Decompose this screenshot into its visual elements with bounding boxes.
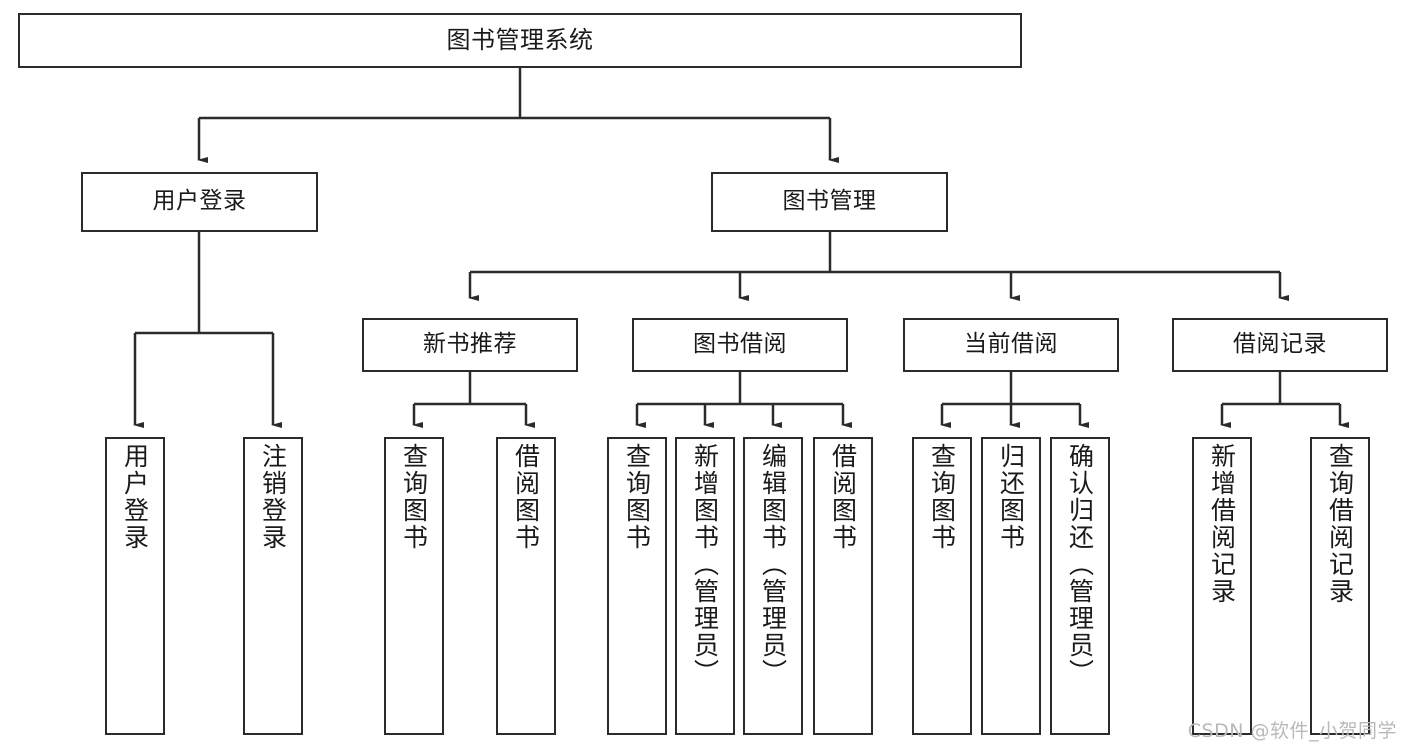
node-label: 确认归还（管理员） xyxy=(1065,443,1095,686)
node-current-borrow[interactable]: 当前借阅 xyxy=(903,318,1119,372)
node-label: 图书管理 xyxy=(782,188,877,215)
node-label: 用户登录 xyxy=(120,443,150,551)
node-label: 图书借阅 xyxy=(693,331,787,358)
node-label: 查询借阅记录 xyxy=(1325,443,1355,605)
leaf-borrow-edit-book-admin[interactable]: 编辑图书（管理员） xyxy=(743,437,803,735)
node-book-management[interactable]: 图书管理 xyxy=(711,172,948,232)
node-user-login[interactable]: 用户登录 xyxy=(81,172,318,232)
leaf-recommend-borrow-book[interactable]: 借阅图书 xyxy=(496,437,556,735)
leaf-current-return-book[interactable]: 归还图书 xyxy=(981,437,1041,735)
node-label: 新增借阅记录 xyxy=(1207,443,1237,605)
node-root-system[interactable]: 图书管理系统 xyxy=(18,13,1022,68)
leaf-recommend-query-book[interactable]: 查询图书 xyxy=(384,437,444,735)
leaf-borrow-borrow-book[interactable]: 借阅图书 xyxy=(813,437,873,735)
node-label: 借阅图书 xyxy=(511,443,541,551)
node-label: 归还图书 xyxy=(996,443,1026,551)
leaf-record-add-record[interactable]: 新增借阅记录 xyxy=(1192,437,1252,735)
node-label: 借阅记录 xyxy=(1233,331,1327,358)
node-label: 编辑图书（管理员） xyxy=(758,443,788,686)
node-label: 新书推荐 xyxy=(423,331,517,358)
leaf-current-confirm-return-admin[interactable]: 确认归还（管理员） xyxy=(1050,437,1110,735)
leaf-current-query-book[interactable]: 查询图书 xyxy=(912,437,972,735)
leaf-borrow-query-book[interactable]: 查询图书 xyxy=(607,437,667,735)
node-borrow-record[interactable]: 借阅记录 xyxy=(1172,318,1388,372)
watermark-text: CSDN @软件_小贺同学 xyxy=(1187,720,1397,742)
node-label: 新增图书（管理员） xyxy=(690,443,720,686)
node-label: 图书管理系统 xyxy=(446,26,594,55)
leaf-user-logout[interactable]: 注销登录 xyxy=(243,437,303,735)
node-label: 注销登录 xyxy=(258,443,288,551)
leaf-borrow-add-book-admin[interactable]: 新增图书（管理员） xyxy=(675,437,735,735)
node-label: 当前借阅 xyxy=(964,331,1058,358)
node-label: 用户登录 xyxy=(152,188,247,215)
node-new-book-recommend[interactable]: 新书推荐 xyxy=(362,318,578,372)
node-label: 查询图书 xyxy=(622,443,652,551)
node-label: 查询图书 xyxy=(399,443,429,551)
node-label: 查询图书 xyxy=(927,443,957,551)
leaf-record-query-record[interactable]: 查询借阅记录 xyxy=(1310,437,1370,735)
node-book-borrow[interactable]: 图书借阅 xyxy=(632,318,848,372)
node-label: 借阅图书 xyxy=(828,443,858,551)
leaf-user-login[interactable]: 用户登录 xyxy=(105,437,165,735)
